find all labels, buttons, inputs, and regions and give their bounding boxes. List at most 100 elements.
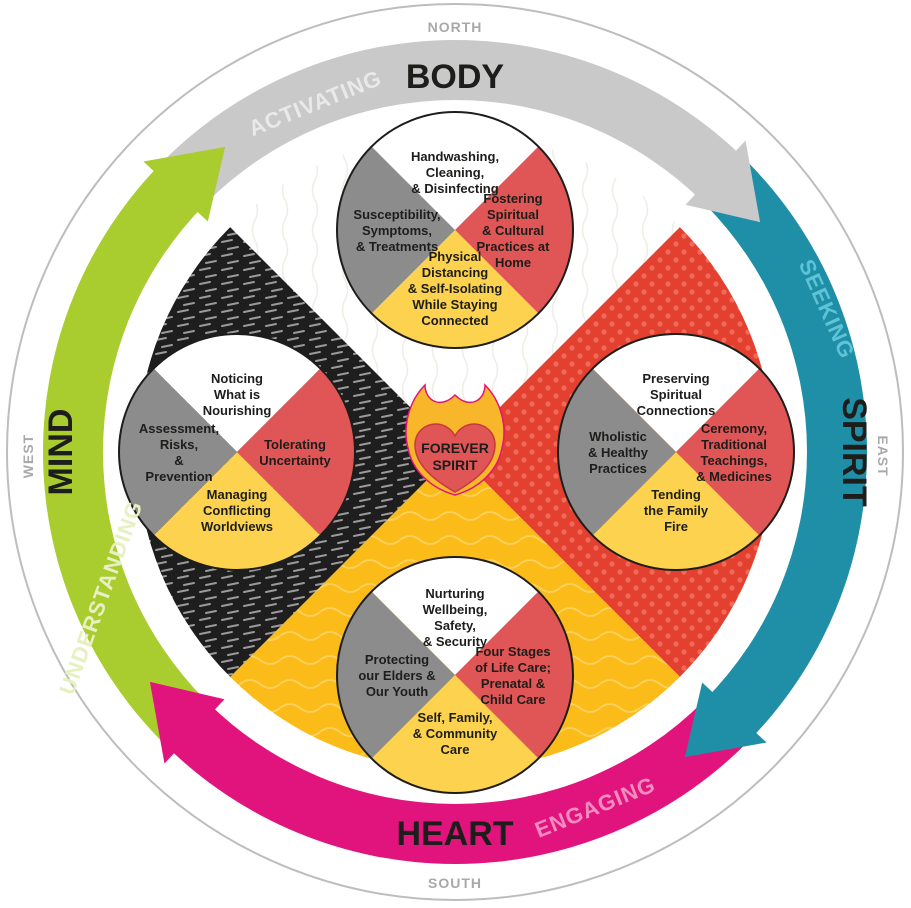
body-quadrant-bottom: [371, 230, 539, 348]
center-label-line2: SPIRIT: [432, 457, 478, 473]
body-label-right-line: Fostering: [483, 191, 542, 206]
heart-label-right-line: Four Stages: [475, 644, 550, 659]
heart-label-top-line: Nurturing: [425, 586, 484, 601]
heart-label-left-line: our Elders &: [358, 668, 435, 683]
spirit-label-top-line: Preserving: [642, 371, 709, 386]
cardinal-west: WEST: [20, 434, 36, 478]
body-quadrant-right: [455, 146, 573, 314]
body-label-bottom-line: Physical: [429, 249, 482, 264]
body-quadrant-left: [337, 146, 455, 314]
mind-circle-outline: [118, 333, 356, 571]
mind-label-top-line: Noticing: [211, 371, 263, 386]
spirit-circle-outline: [557, 333, 795, 571]
mind-label-left-line: &: [174, 453, 183, 468]
body-label-right-line: & Cultural: [482, 223, 544, 238]
heart-label-right-line: Child Care: [480, 692, 545, 707]
spirit-label-right-line: Ceremony,: [701, 421, 767, 436]
mind-label-top-line: Nourishing: [203, 403, 272, 418]
body-label-bottom-line: While Staying: [412, 297, 497, 312]
body-label-left-line: Symptoms,: [362, 223, 432, 238]
spirit-quadrant-bottom: [592, 452, 760, 570]
circle-body: Handwashing,Cleaning,& DisinfectingFoste…: [336, 111, 574, 349]
body-label-right-line: Spiritual: [487, 207, 539, 222]
body-label-top-line: & Disinfecting: [411, 181, 498, 196]
spirit-label-bottom-line: Fire: [664, 519, 688, 534]
mind-quadrant-left: [119, 368, 237, 536]
heart-label-right-line: Prenatal &: [481, 676, 545, 691]
heart-quadrant-left: [337, 591, 455, 759]
spirit-label-right-line: & Medicines: [696, 469, 772, 484]
heart-label-left-line: Protecting: [365, 652, 429, 667]
body-quadrant-top: [371, 112, 539, 230]
body-label-bottom-line: Distancing: [422, 265, 489, 280]
cardinal-north: NORTH: [428, 19, 483, 35]
spirit-quadrant-left: [557, 368, 676, 536]
mind-label-left-line: Prevention: [145, 469, 212, 484]
quadrant-circles: Handwashing,Cleaning,& DisinfectingFoste…: [118, 111, 795, 794]
mind-label-left-line: Risks,: [160, 437, 198, 452]
heart-label-bottom-line: Care: [441, 742, 470, 757]
ring-body: [163, 40, 747, 204]
arrow-body-icon: [685, 140, 761, 223]
heart-icon: [414, 423, 496, 493]
cardinal-south: SOUTH: [428, 875, 482, 891]
mind-label-top-line: What is: [214, 387, 260, 402]
heart-label-bottom-line: & Community: [413, 726, 498, 741]
mind-label-bottom-line: Conflicting: [203, 503, 271, 518]
heart-label-right-line: of Life Care;: [475, 660, 551, 675]
mind-label-right-line: Uncertainty: [259, 453, 331, 468]
body-label-bottom-line: & Self-Isolating: [408, 281, 503, 296]
arrow-spirit-icon: [684, 682, 767, 758]
heart-label-left-line: Our Youth: [366, 684, 428, 699]
spirit-label-bottom-line: the Family: [644, 503, 709, 518]
spirit-label-right-line: Traditional: [701, 437, 767, 452]
spirit-label-top-line: Spiritual: [650, 387, 702, 402]
body-label-bottom-line: Connected: [421, 313, 488, 328]
spirit-label-left-line: & Healthy: [588, 445, 649, 460]
arrow-mind-icon: [143, 146, 226, 222]
heart-label-top-line: & Security: [423, 634, 488, 649]
mind-label-left: Assessment,Risks,&Prevention: [139, 421, 219, 484]
body-label-left: Susceptibility,Symptoms,& Treatments: [353, 207, 440, 254]
spirit-label-top-line: Connections: [637, 403, 716, 418]
ring-mind: [42, 160, 207, 744]
body-circle-outline: [336, 111, 574, 349]
title-body: BODY: [406, 58, 505, 96]
ring-heart: [163, 700, 747, 864]
heart-quadrant-bottom: [371, 675, 539, 793]
mind-label-bottom-line: Worldviews: [201, 519, 273, 534]
heart-label-top-line: Wellbeing,: [423, 602, 488, 617]
mind-quadrant-right: [237, 368, 355, 536]
spirit-label-right-line: Teachings,: [701, 453, 768, 468]
body-label-top: Handwashing,Cleaning,& Disinfecting: [411, 149, 499, 196]
arrow-heart-icon: [149, 681, 225, 764]
body-label-right-line: Practices at: [477, 239, 551, 254]
mind-quadrant-top: [153, 334, 321, 452]
mind-label-bottom-line: Managing: [207, 487, 268, 502]
heart-label-top-line: Safety,: [434, 618, 476, 633]
forever-spirit-emblem: FOREVER SPIRIT: [405, 383, 505, 496]
spirit-label-left-line: Wholistic: [589, 429, 647, 444]
ring-spirit: [703, 160, 867, 744]
body-label-right-line: Home: [495, 255, 531, 270]
title-heart: HEART: [396, 815, 513, 853]
body-label-left-line: & Treatments: [356, 239, 438, 254]
mind-label-right-line: Tolerating: [264, 437, 326, 452]
body-label-left-line: Susceptibility,: [353, 207, 440, 222]
